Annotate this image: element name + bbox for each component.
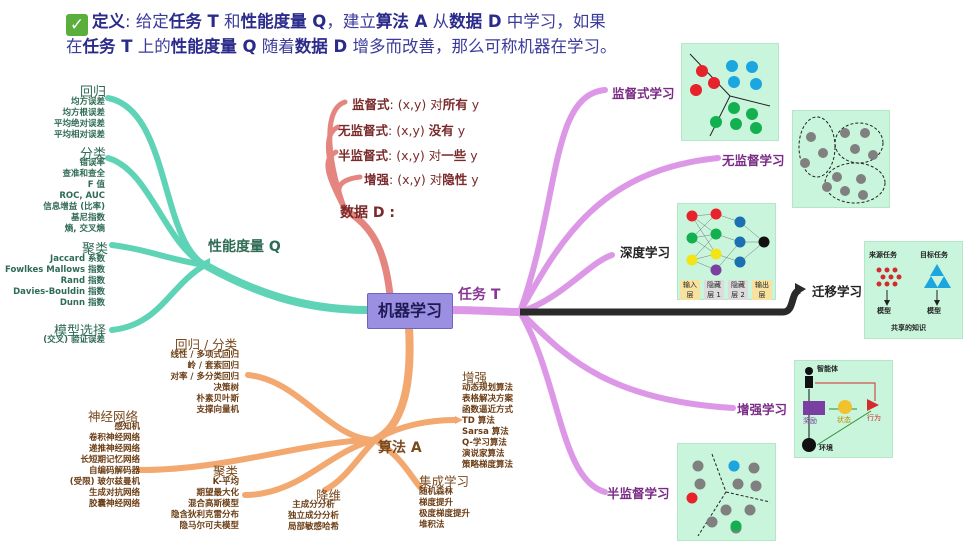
unsupervised-clusters: [798, 116, 886, 204]
performance-label[interactable]: 性能度量 Q: [208, 239, 281, 255]
task-branches: [447, 87, 736, 495]
deep-panel: 输入层 隐藏层 1 隐藏层 2 输出层: [677, 203, 776, 300]
ensemble-algo-list: 随机森林 梯度提升 极度梯度提升 堆积法: [419, 487, 471, 530]
task-reinforcement[interactable]: 增强学习: [737, 402, 788, 417]
data-reinforcement: 增强: (x,y) 对隐性 y: [364, 172, 479, 187]
task-semi[interactable]: 半监督学习: [607, 486, 670, 501]
algorithm-arrow: [455, 416, 463, 424]
reg-cls-algo-title[interactable]: 回归 / 分类: [175, 337, 238, 352]
transfer-model-left: 模型: [877, 307, 891, 315]
rl-reward: 奖励: [803, 417, 817, 425]
task-supervised[interactable]: 监督式学习: [612, 86, 675, 101]
neural-algo-list: 感知机 卷积神经网络 递推神经网络 长短期记忆网络 自编码解码器 (受限) 玻尔…: [69, 422, 140, 509]
data-label[interactable]: 数据 D :: [340, 205, 395, 221]
neural-network-graphic: [686, 208, 770, 276]
task-unsupervised[interactable]: 无监督学习: [722, 153, 785, 168]
task-deep[interactable]: 深度学习: [620, 245, 671, 260]
algorithm-label[interactable]: 算法 A: [378, 440, 422, 456]
cluster-algo-title[interactable]: 聚类: [213, 464, 239, 479]
dimred-algo-title[interactable]: 降维: [316, 488, 342, 503]
nn-hidden-layer-2: 隐藏层 2: [728, 280, 748, 300]
task-transfer[interactable]: 迁移学习: [812, 284, 863, 299]
nn-output-layer: 输出层: [752, 280, 772, 300]
supervised-scatter: [689, 53, 771, 137]
data-unsupervised: 无监督式: (x,y) 没有 y: [338, 123, 466, 138]
data-semi-supervised: 半监督式: (x,y) 对一些 y: [338, 148, 478, 163]
data-branches: [325, 99, 394, 299]
dimred-algo-list: 主成分分析 独立成分分析 局部敏感哈希: [288, 500, 340, 532]
data-supervised: 监督式: (x,y) 对所有 y: [352, 97, 480, 112]
transfer-shared-knowledge: 共享的知识: [891, 324, 926, 332]
ensemble-algo-title[interactable]: 集成学习: [419, 474, 470, 489]
rl-action: 行为: [867, 414, 881, 422]
model-selection-title[interactable]: 模型选择: [54, 324, 107, 339]
performance-arrow: [202, 258, 210, 268]
check-icon: ✓: [66, 14, 88, 36]
transfer-panel: 来源任务 目标任务 模型 模型 共享的知识: [864, 241, 963, 339]
definition-line-2: 在任务 T 上的性能度量 Q 随着数据 D 增多而改善，那么可称机器在学习。: [66, 37, 617, 56]
semi-scatter: [686, 453, 771, 537]
rl-state: 状态: [837, 416, 851, 424]
clustering-metrics-title[interactable]: 聚类: [82, 242, 109, 257]
transfer-branch: [520, 283, 806, 316]
semi-panel: [677, 443, 776, 541]
rl-environment: 环境: [819, 444, 833, 452]
rl-panel: 智能体 奖励 状态 行为 环境: [794, 360, 893, 458]
transfer-target-label: 目标任务: [920, 251, 948, 259]
nn-hidden-layer-1: 隐藏层 1: [704, 280, 724, 300]
classification-metrics-list: 错误率 查准和查全 F 值 ROC, AUC 信息增益 (比率) 基尼指数 熵,…: [43, 158, 105, 234]
rl-graphic: [802, 367, 879, 452]
reinforce-algo-title[interactable]: 增强: [462, 370, 488, 385]
nn-input-layer: 输入层: [680, 280, 700, 300]
clustering-metrics-list: Jaccard 系数 Fowlkes Mallows 指数 Rand 指数 Da…: [4, 254, 105, 308]
reg-cls-algo-list: 线性 / 多项式回归 岭 / 套索回归 对率 / 多分类回归 决策树 朴素贝叶斯…: [170, 350, 239, 415]
definition-line-1: ✓定义: 给定任务 T 和性能度量 Q，建立算法 A 从数据 D 中学习，如果: [66, 11, 616, 36]
transfer-source-label: 来源任务: [869, 251, 897, 259]
performance-branches: [105, 95, 371, 333]
model-selection-list: (交叉) 验证误差: [43, 335, 105, 345]
transfer-model-right: 模型: [927, 307, 941, 315]
algorithm-branches: [137, 323, 458, 498]
regression-metrics-list: 均方误差 均方根误差 平均绝对误差 平均相对误差: [53, 97, 105, 140]
rl-agent: 智能体: [817, 365, 838, 373]
transfer-graphic: [876, 264, 951, 306]
reinforce-algo-list: 动态规划算法 表格解决方案 函数逼近方式 TD 算法 Sarsa 算法 Q-学习…: [462, 383, 514, 470]
regression-metrics-title[interactable]: 回归: [80, 85, 107, 100]
center-node[interactable]: 机器学习: [367, 293, 453, 329]
task-label[interactable]: 任务 T: [458, 287, 501, 303]
definition: ✓定义: 给定任务 T 和性能度量 Q，建立算法 A 从数据 D 中学习，如果 …: [66, 11, 616, 58]
unsupervised-panel: [792, 110, 890, 208]
supervised-panel: [681, 43, 779, 141]
classification-metrics-title[interactable]: 分类: [80, 147, 107, 162]
cluster-algo-list: K-平均 期望最大化 混合高斯模型 隐含狄利克雷分布 隐马尔可夫模型: [170, 477, 239, 531]
neural-algo-title[interactable]: 神经网络: [88, 409, 139, 424]
